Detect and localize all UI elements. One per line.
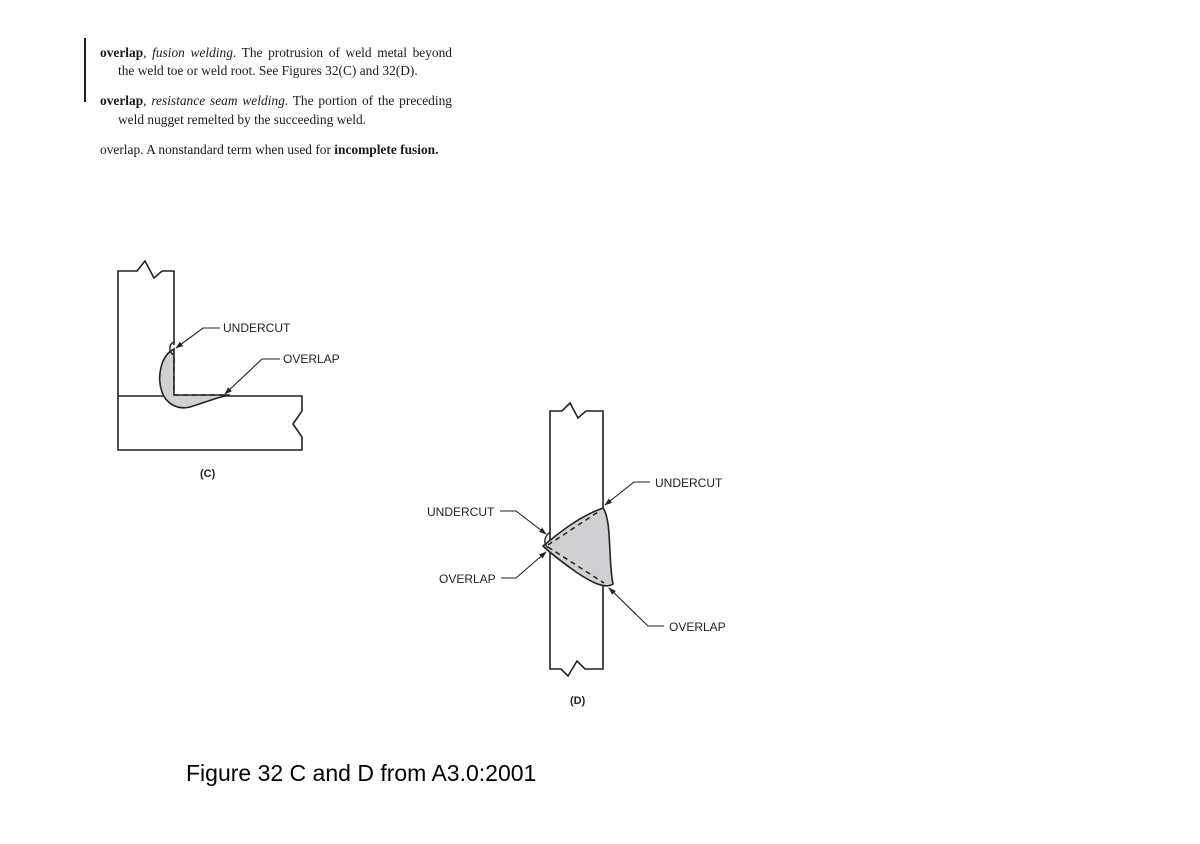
overlap-leader-d-left — [501, 551, 547, 579]
definition-overlap-fusion-welding: overlap, fusion welding. The protrusion … — [100, 45, 452, 79]
definition-text: A nonstandard term when used for — [146, 141, 331, 157]
undercut-notch-c — [169, 341, 175, 356]
overlap-leader-c — [224, 358, 280, 395]
change-bar — [84, 38, 86, 102]
definition-qualifier: fusion welding — [152, 45, 233, 60]
base-plate-c — [117, 395, 303, 451]
definition-text: The protrusion of weld metal beyond the … — [118, 45, 452, 79]
vertical-member-c — [117, 259, 175, 396]
label-overlap-d-left: OVERLAP — [439, 572, 496, 586]
definition-term: overlap — [100, 45, 144, 60]
overlap-leader-d-right — [608, 587, 664, 627]
definition-term: overlap — [100, 93, 144, 109]
weld-bead-d — [542, 507, 614, 587]
figure-caption: Figure 32 C and D from A3.0:2001 — [186, 760, 537, 786]
definition-overlap-nonstandard: overlap. A nonstandard term when used fo… — [100, 141, 452, 159]
label-overlap-c: OVERLAP — [283, 352, 340, 366]
caption-c: (C) — [200, 468, 216, 480]
figure-c: UNDERCUT OVERLAP (C) — [117, 259, 340, 480]
undercut-leader-d-left — [500, 510, 547, 535]
definition-qualifier: resistance seam welding — [151, 93, 285, 109]
label-undercut-c: UNDERCUT — [223, 321, 291, 335]
undercut-leader-c — [175, 327, 220, 349]
definition-text: The portion of the preceding weld nugget… — [118, 93, 452, 127]
label-undercut-d-right: UNDERCUT — [655, 476, 723, 490]
caption-d: (D) — [570, 695, 586, 707]
definition-cross-reference: incomplete fusion — [334, 141, 436, 157]
undercut-leader-d-right — [604, 481, 650, 506]
definition-overlap-resistance-seam-welding: overlap, resistance seam welding. The po… — [100, 93, 452, 127]
figure-d: UNDERCUT UNDERCUT OVERLAP OVERLAP (D) — [427, 401, 726, 707]
definition-term-plain: overlap. — [100, 141, 144, 157]
undercut-notch-d-left — [544, 531, 551, 549]
label-overlap-d-right: OVERLAP — [669, 620, 726, 634]
glossary-definitions: overlap, fusion welding. The protrusion … — [100, 44, 452, 171]
label-undercut-d-left: UNDERCUT — [427, 505, 495, 519]
definition-end-punctuation: . — [435, 141, 439, 157]
weld-dashes-d-lower — [547, 546, 605, 584]
weld-dashes-d-upper — [547, 511, 599, 546]
